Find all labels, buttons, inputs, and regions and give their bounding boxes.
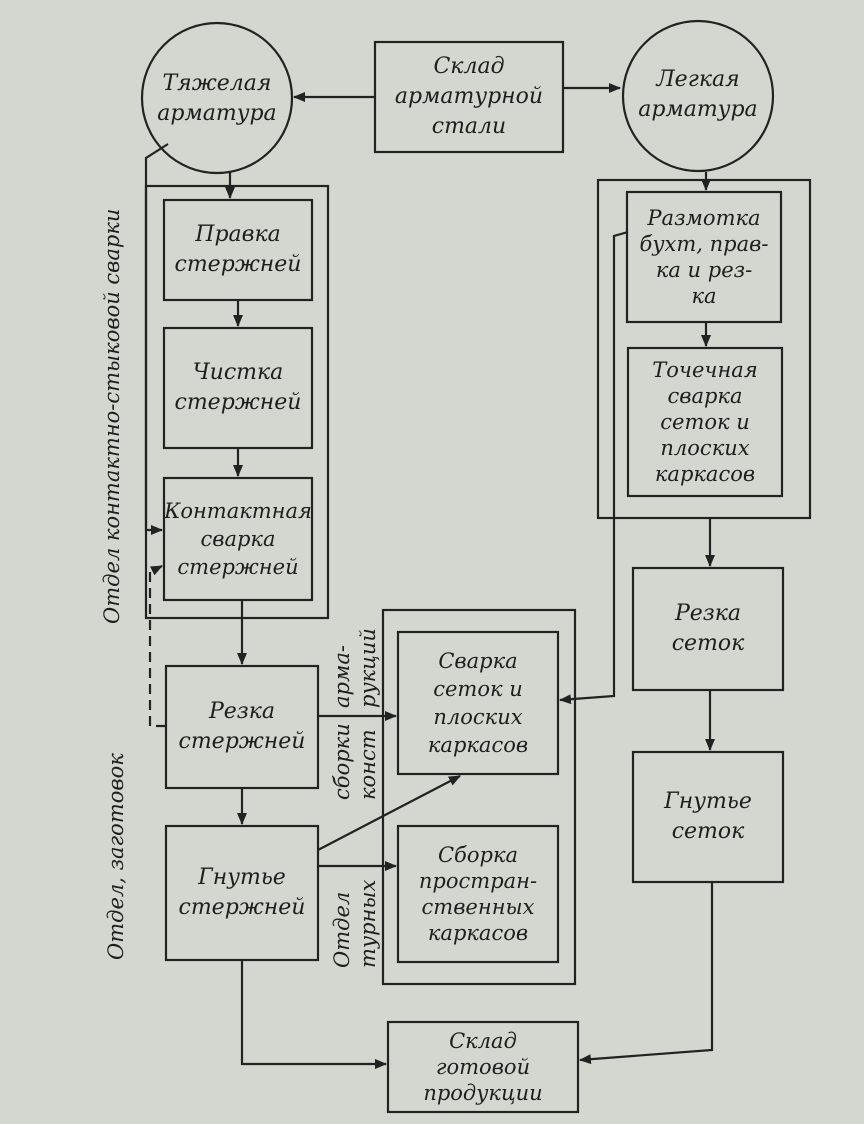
bend-mesh-box [631, 750, 785, 884]
spot-weld-label: Точечная сварка сеток и плоских каркасов [652, 358, 758, 486]
warehouse-steel-label: Склад арматурной стали [394, 54, 544, 139]
contact-weld-box [162, 476, 314, 602]
unwind-box [625, 190, 783, 324]
dept-assembly-col3: арма- [330, 645, 354, 708]
dept-assembly-col3b: рукций [356, 628, 380, 708]
bend-mesh-label: Гнутье сеток [664, 789, 752, 844]
straighten-label: Правка стержней [174, 222, 302, 277]
weld-mesh-label: Сварка сеток и плоских каркасов [427, 649, 529, 757]
cut-mesh-label: Резка сеток [671, 601, 745, 656]
heavy-circle [140, 21, 294, 175]
bend-rods-label: Гнутье стержней [178, 865, 306, 920]
weld-mesh-box [396, 630, 560, 776]
assembly-box [396, 824, 560, 964]
contact-weld-label: Контактная сварка стержней [164, 499, 312, 579]
dept-blanks-label: Отдел, заготовок [104, 753, 128, 960]
dept-assembly-col1: Отдел [330, 891, 354, 968]
light-circle [621, 19, 775, 173]
cut-rods-label: Резка стержней [178, 699, 306, 754]
light-label: Легкая арматура [638, 67, 758, 122]
dept-butt-welding-label: Отдел контактно-стыковой сварки [100, 208, 124, 624]
unwind-label: Размотка бухт, прав- ка и рез- ка [639, 206, 769, 308]
dept-assembly-col1b: турных [356, 879, 380, 968]
assembly-frame [381, 608, 577, 986]
heavy-label: Тяжелая арматура [157, 71, 277, 126]
clean-label: Чистка стержней [174, 360, 302, 415]
spot-weld-box [626, 346, 784, 498]
dept-assembly-col2: сборки [330, 723, 354, 800]
assembly-label: Сборка простран- ственных каркасов [418, 843, 538, 945]
dept-assembly-col2b: конст [356, 729, 380, 800]
cut-mesh-box [631, 566, 785, 692]
warehouse-finished-label: Склад готовой продукции [423, 1029, 543, 1105]
warehouse-finished-box [386, 1020, 580, 1114]
